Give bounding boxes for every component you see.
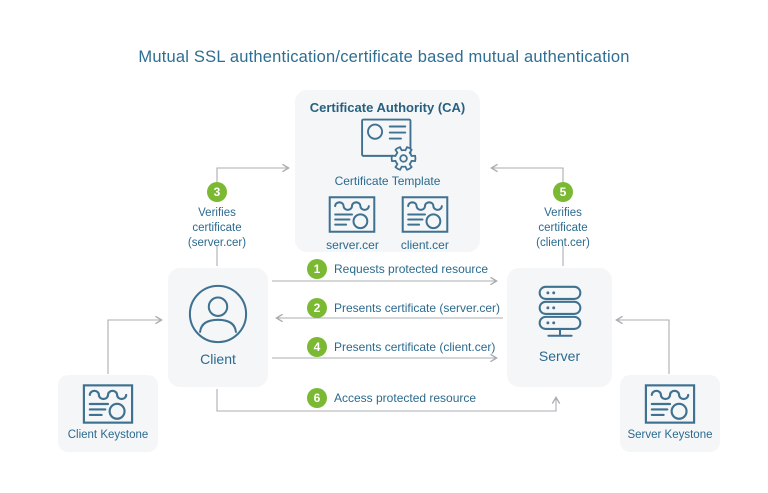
certificate-template-label: Certificate Template — [334, 174, 441, 188]
server-box: Server — [507, 268, 612, 387]
server-cer-icon — [329, 196, 376, 233]
step-2-badge: 2 — [307, 298, 327, 318]
step-6-label: Access protected resource — [334, 391, 477, 405]
step-2-label: Presents certificate (server.cer) — [334, 301, 501, 315]
client-cer-label: client.cer — [400, 238, 449, 252]
step-1-badge: 1 — [307, 259, 327, 279]
step-4-label: Presents certificate (client.cer) — [334, 340, 496, 354]
server-keystore-icon — [644, 384, 696, 424]
client-cer-item: client.cer — [401, 196, 449, 252]
client-box: Client — [168, 268, 268, 387]
ca-title: Certificate Authority (CA) — [309, 100, 466, 115]
server-stack-icon — [538, 285, 581, 337]
certificate-template-icon — [360, 118, 416, 171]
client-cer-icon — [401, 196, 449, 233]
client-label: Client — [200, 351, 236, 367]
server-keystore-label: Server Keystone — [627, 429, 713, 441]
server-label: Server — [538, 348, 581, 364]
arrow-client-to-ca — [216, 163, 290, 183]
arrow-server-to-ca — [490, 163, 564, 183]
arrow-serverkeystore-to-server — [615, 315, 670, 374]
client-user-icon — [188, 284, 248, 344]
client-keystore-box: Client Keystone — [58, 375, 158, 452]
page-title: Mutual SSL authentication/certificate ba… — [138, 48, 630, 66]
client-keystore-label: Client Keystone — [67, 429, 149, 441]
step-3-badge: 3 — [207, 182, 227, 202]
server-keystore-box: Server Keystone — [620, 375, 720, 452]
server-cer-label: server.cer — [326, 238, 379, 252]
step-1-label: Requests protected resource — [334, 262, 489, 276]
certificate-authority-box: Certificate Authority (CA) Certificate T… — [295, 90, 480, 252]
server-cer-item: server.cer — [326, 196, 379, 252]
step-5-label: Verifies certificate (client.cer) — [536, 207, 590, 250]
step-6-badge: 6 — [307, 388, 327, 408]
step-5-badge: 5 — [553, 182, 573, 202]
arrow-clientkeystore-to-client — [107, 315, 163, 374]
ca-certificates: server.cer client.cer — [326, 196, 449, 252]
step-3-label: Verifies certificate (server.cer) — [187, 207, 247, 250]
step-4-badge: 4 — [307, 337, 327, 357]
client-keystore-icon — [82, 384, 134, 424]
